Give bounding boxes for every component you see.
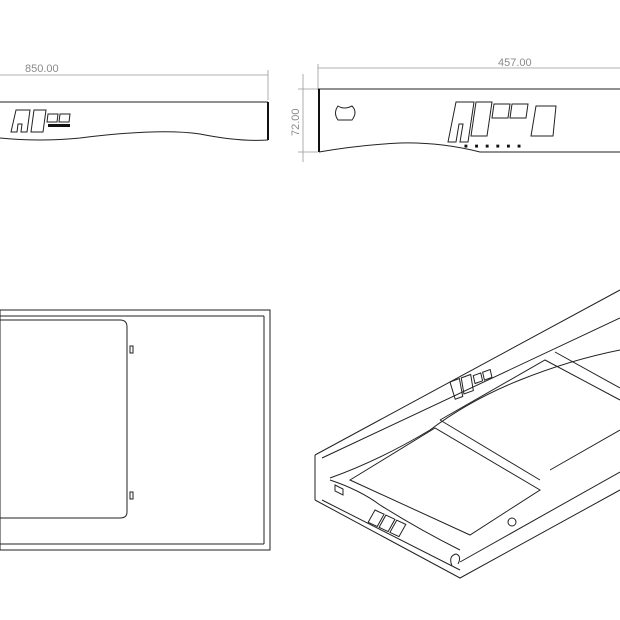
- hinge: [129, 491, 134, 500]
- side-view: 457.00 72.00 ■■■■■■: [290, 57, 620, 162]
- curved-side-front: [329, 479, 461, 551]
- lid-panel: [0, 319, 128, 519]
- hook-cutout: [450, 553, 461, 567]
- outer-frame: [314, 289, 620, 579]
- lid-panel-back: [439, 359, 620, 481]
- curved-side-top: [329, 349, 620, 479]
- isometric-view: [314, 289, 620, 579]
- slot: [334, 484, 344, 496]
- curved-bottom-edge: [0, 131, 269, 141]
- logo: [449, 368, 493, 400]
- top-view: [0, 309, 271, 551]
- svg-text:■■■■■■: ■■■■■■: [464, 144, 528, 150]
- dimension-850: 850.00: [25, 63, 59, 75]
- handle-cutout: [335, 105, 356, 121]
- dimension-457: 457.00: [498, 57, 532, 69]
- logo: ■■■■■■: [447, 101, 557, 150]
- dimension-72: 72.00: [290, 108, 302, 136]
- front-view: 850.00: [0, 63, 269, 141]
- hinge: [129, 345, 134, 354]
- hole: [507, 517, 517, 527]
- inner-frame: [321, 317, 620, 571]
- logo: [10, 109, 71, 133]
- curved-bottom-edge: [318, 142, 620, 153]
- outer-outline: [0, 309, 271, 551]
- lid-panel-right: [549, 351, 620, 471]
- logo: [367, 509, 407, 538]
- lid-panel-front: [348, 427, 541, 536]
